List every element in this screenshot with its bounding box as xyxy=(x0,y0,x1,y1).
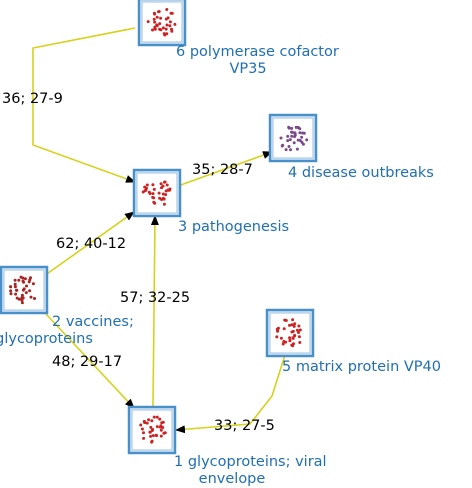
edge-2-1 xyxy=(45,313,135,409)
node-3[interactable]: 3 pathogenesis xyxy=(132,168,289,235)
node-3-cluster-icon xyxy=(141,180,172,206)
edge-label-3-4: 35; 28-7 xyxy=(192,162,253,178)
node-6-label-line-1: 6 polymerase cofactor xyxy=(176,44,339,60)
edge-2-3 xyxy=(43,211,135,277)
node-4[interactable]: 4 disease outbreaks xyxy=(268,113,434,181)
edge-1-3 xyxy=(150,215,159,409)
edge-3-4 xyxy=(177,151,273,187)
edge-label-6-3: 36; 27-9 xyxy=(2,91,63,107)
node-2-label-line-1: 2 vaccines; xyxy=(52,314,134,330)
node-2-cluster-icon xyxy=(9,275,36,305)
node-4-cluster-icon xyxy=(279,125,309,152)
node-6-thumbnail xyxy=(141,1,183,43)
node-4-label-line-1: 4 disease outbreaks xyxy=(288,165,434,181)
node-1-cluster-icon xyxy=(139,415,167,444)
node-1-label-line-2: envelope xyxy=(199,471,266,487)
node-5-label-line-1: 5 matrix protein VP40 xyxy=(282,359,441,375)
edge-label-1-3: 57; 32-25 xyxy=(120,290,190,306)
node-4-thumbnail xyxy=(272,117,314,159)
edge-6-3 xyxy=(32,27,136,183)
node-2[interactable]: 2 vaccines;glycoproteins xyxy=(0,265,134,347)
edge-label-2-1: 48; 29-17 xyxy=(52,354,122,370)
node-3-label-line-1: 3 pathogenesis xyxy=(178,219,289,235)
node-5[interactable]: 5 matrix protein VP40 xyxy=(265,308,441,375)
node-1-label-line-1: 1 glycoproteins; viral xyxy=(174,454,327,470)
edge-5-1 xyxy=(175,354,286,434)
node-5-cluster-icon xyxy=(275,318,302,348)
node-6-cluster-icon xyxy=(146,8,177,37)
node-6-label-line-2: VP35 xyxy=(229,61,266,77)
node-2-label-line-2: glycoproteins xyxy=(0,331,93,347)
edge-label-2-3: 62; 40-12 xyxy=(56,236,126,252)
node-5-thumbnail xyxy=(269,312,311,354)
edge-label-5-1: 33; 27-5 xyxy=(214,418,275,434)
